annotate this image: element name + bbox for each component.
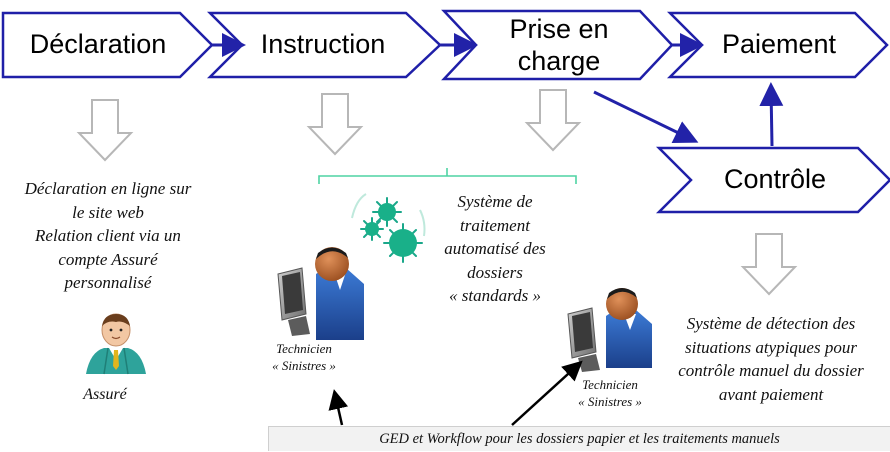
technician1-label-line2: « Sinistres » — [272, 358, 336, 373]
system-caption-line: « standards » — [449, 286, 541, 305]
detection-caption-line: situations atypiques pour — [685, 337, 857, 357]
declaration-caption-line: le site web — [72, 202, 144, 222]
declaration-caption-line: compte Assuré — [58, 249, 158, 269]
detection-caption-line: avant paiement — [718, 384, 824, 404]
declaration-caption: Déclaration en ligne sur le site web Rel… — [2, 177, 214, 295]
step-prise-label-line1: Prise en — [509, 14, 609, 44]
technician-icon-1 — [277, 247, 364, 340]
connector-arrow-to-paiement — [759, 82, 784, 147]
assure-label: Assuré — [83, 386, 127, 403]
down-arrow-controle — [740, 233, 798, 296]
technician1-label: Technicien « Sinistres » — [254, 340, 354, 374]
down-arrow-prise-en-charge — [524, 89, 582, 152]
system-caption-line: Système de — [457, 192, 533, 211]
assure-icon — [86, 313, 146, 375]
virus-icon — [351, 193, 426, 263]
step-controle — [655, 146, 890, 214]
detection-caption-line: contrôle manuel du dossier — [678, 361, 864, 380]
connector-arrow-to-controle — [593, 90, 699, 143]
system-caption: Système de traitement automatisé des dos… — [420, 190, 570, 308]
black-arrow-technician-2 — [511, 360, 583, 426]
system-caption-line: traitement — [460, 215, 530, 235]
step-declaration-label: Déclaration — [29, 29, 167, 59]
technician1-label-line1: Technicien — [276, 341, 332, 356]
step-prise-label-line2: charge — [517, 46, 601, 76]
technician2-label-line2: « Sinistres » — [578, 394, 642, 409]
declaration-caption-line: Déclaration en ligne sur — [24, 179, 192, 198]
grouping-bracket — [318, 168, 577, 184]
detection-caption: Système de détection des situations atyp… — [655, 312, 887, 406]
technician2-label-line1: Technicien — [582, 377, 638, 392]
system-caption-line: automatisé des — [444, 239, 546, 258]
ged-workflow-bar: GED et Workflow pour les dossiers papier… — [268, 426, 890, 451]
technician-icon-2 — [567, 288, 652, 372]
step-paiement-label: Paiement — [721, 29, 837, 59]
declaration-caption-line: personnalisé — [64, 273, 152, 292]
detection-caption-line: Système de détection des — [686, 314, 856, 333]
down-arrow-declaration — [76, 99, 134, 162]
black-arrow-technician-1 — [328, 389, 349, 426]
technician2-label: Technicien « Sinistres » — [560, 376, 660, 410]
system-caption-line: dossiers — [467, 262, 523, 282]
step-controle-label: Contrôle — [723, 164, 827, 194]
step-declaration — [1, 11, 214, 79]
step-instruction-label: Instruction — [260, 29, 386, 59]
declaration-caption-line: Relation client via un — [35, 226, 181, 245]
down-arrow-instruction — [306, 93, 364, 156]
